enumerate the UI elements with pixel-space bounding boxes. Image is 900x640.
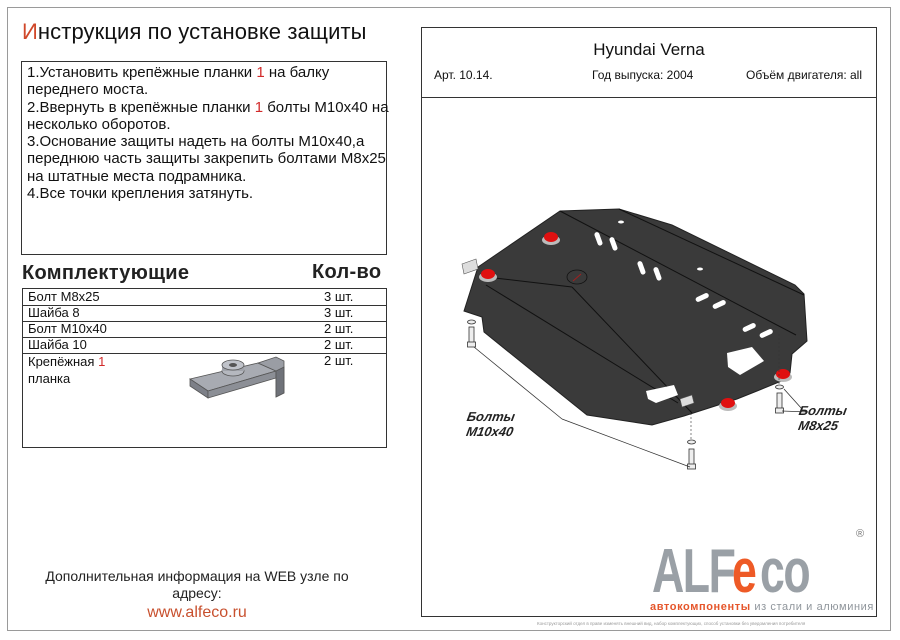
instruction-line: 2.Ввернуть в крепёжные планки 1 болты М1… bbox=[27, 98, 389, 116]
logo-e: e bbox=[732, 537, 757, 606]
mounting-bracket-image bbox=[189, 356, 285, 399]
instructions-box: 1.Установить крепёжные планки 1 на балку… bbox=[21, 61, 389, 255]
bolt-caps bbox=[479, 232, 792, 411]
quantity-heading: Кол-во bbox=[312, 261, 382, 283]
instruction-line: на штатные места подрамника. bbox=[27, 167, 247, 185]
title-text: нструкция по установке защиты bbox=[37, 19, 367, 44]
instruction-line: 3.Основание защиты надеть на болты М10х4… bbox=[27, 133, 365, 151]
article-number: Арт. 10.14. bbox=[434, 68, 493, 82]
instruction-line: 4.Все точки крепления затянуть. bbox=[27, 185, 254, 203]
engine-volume: Объём двигателя: all bbox=[746, 68, 862, 82]
label-bolts-m8: Болты bbox=[798, 403, 849, 418]
registered-icon: ® bbox=[856, 528, 865, 540]
instruction-line: несколько оборотов. bbox=[27, 115, 171, 133]
instruction-line: 1.Установить крепёжные планки 1 на балку bbox=[27, 64, 330, 81]
page-title: Инструкция по установке защиты bbox=[22, 19, 367, 45]
car-model: Hyundai Verna bbox=[593, 40, 705, 59]
alfeco-logo: ALF e co ® автокомпоненты из стали и алю… bbox=[648, 528, 873, 618]
title-first-letter: И bbox=[22, 19, 38, 44]
header-divider bbox=[422, 97, 876, 98]
label-bolts-m10: Болты bbox=[466, 409, 517, 424]
instruction-line: переднего моста. bbox=[27, 81, 149, 99]
page-frame bbox=[7, 7, 891, 631]
website-link[interactable]: www.alfeco.ru bbox=[147, 604, 247, 621]
label-bolts-m10-size: М10х40 bbox=[465, 424, 515, 439]
product-panel: Hyundai Verna Арт. 10.14. Год выпуска: 2… bbox=[421, 27, 877, 617]
logo-tagline: автокомпоненты из стали и алюминия bbox=[650, 601, 874, 613]
logo-co: co bbox=[760, 537, 811, 606]
disclaimer: Конструкторский отдел в праве изменять в… bbox=[537, 621, 806, 626]
skid-plate-diagram: Болты М10х40 Болты М8х25 bbox=[461, 208, 849, 470]
production-year: Год выпуска: 2004 bbox=[592, 68, 694, 82]
components-heading: Комплектующие bbox=[22, 262, 190, 284]
web-info-text: Дополнительная информация на WEB узле по… bbox=[45, 568, 349, 601]
instruction-line: переднюю часть защиты закрепить болтами … bbox=[27, 150, 386, 168]
label-bolts-m8-size: М8х25 bbox=[797, 418, 840, 433]
skid-plate bbox=[463, 208, 808, 426]
logo-alf: ALF bbox=[652, 537, 736, 606]
